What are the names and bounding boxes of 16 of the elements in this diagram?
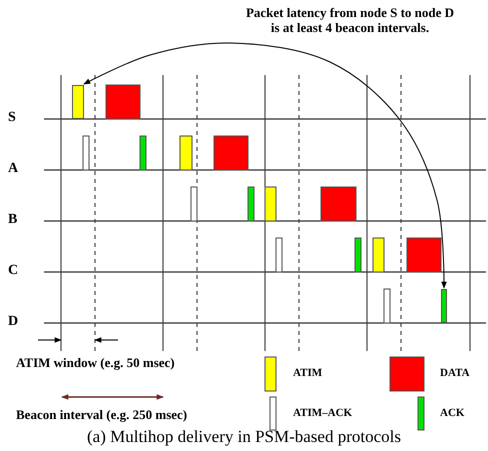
curved-arrow xyxy=(83,42,447,289)
row-label: C xyxy=(8,263,18,279)
caption: (a) Multihop delivery in PSM-based protocols xyxy=(86,427,402,447)
row-label: S xyxy=(8,110,16,126)
legend-label: ACK xyxy=(440,406,464,418)
dimension-label: ATIM window (e.g. 50 msec) xyxy=(16,355,175,371)
legend-label: DATA xyxy=(440,367,470,379)
dimension-label: Beacon interval (e.g. 250 msec) xyxy=(16,407,188,423)
row-label: D xyxy=(8,314,18,330)
row-label: A xyxy=(8,161,18,177)
row-label: B xyxy=(8,212,18,228)
ack-bar xyxy=(441,289,447,323)
legend-label: ATIM–ACK xyxy=(293,406,352,418)
edge-label: Packet latency from node S to node D is at least 4 beacon intervals. xyxy=(245,5,455,35)
legend-label: ATIM xyxy=(293,367,322,379)
atim-bar xyxy=(72,85,84,119)
